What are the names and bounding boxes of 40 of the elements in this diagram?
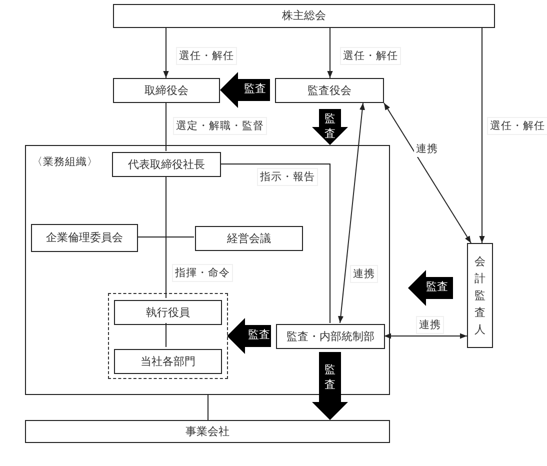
connector-arrow (338, 102, 366, 324)
connector-line (136, 236, 194, 238)
dashed-group-box (108, 293, 228, 379)
audit-arrow (312, 352, 348, 420)
edge-label: 監査 (244, 83, 266, 96)
edge-label: 連携 (416, 316, 444, 334)
edge-label: 指揮・命令 (172, 264, 233, 282)
org-box: 監査役会 (275, 78, 384, 103)
audit-arrow (227, 318, 271, 354)
edge-label: 指示・報告 (257, 168, 318, 186)
connector-arrow (327, 28, 333, 78)
org-box: 代表取締役社長 (112, 152, 221, 177)
org-box: 経営会議 (195, 226, 303, 251)
audit-arrow (220, 72, 270, 108)
connector-arrow (384, 102, 472, 244)
edge-label: 連携 (350, 265, 378, 283)
edge-label: 連携 (414, 141, 440, 157)
edge-label: 選任・解任 (487, 117, 547, 135)
connector-arrow (163, 28, 169, 78)
connector-arrow (479, 28, 485, 244)
audit-arrow (408, 270, 453, 306)
org-box: 株主総会 (113, 4, 495, 28)
edge-label: 選任・解任 (176, 47, 237, 65)
group-heading: 〈業務組織〉 (32, 156, 98, 170)
connector-arrow (384, 333, 468, 339)
edge-label: 選定・解職・監督 (173, 117, 267, 135)
connector-line (220, 164, 330, 324)
org-box: 取締役会 (113, 78, 220, 103)
org-box: 会計監査人 (467, 243, 493, 348)
edge-label: 監査 (324, 362, 336, 393)
org-box: 執行役員 (114, 300, 222, 325)
org-box: 当社各部門 (114, 349, 222, 374)
edge-label: 監査 (248, 329, 270, 342)
edge-label: 監査 (324, 111, 336, 142)
org-box: 監査・内部統制部 (276, 324, 385, 349)
audit-arrow (312, 109, 348, 145)
org-box: 事業会社 (25, 420, 390, 443)
edge-label: 監査 (426, 281, 448, 294)
org-box: 企業倫理委員会 (31, 224, 138, 252)
edge-label: 選任・解任 (340, 47, 401, 65)
